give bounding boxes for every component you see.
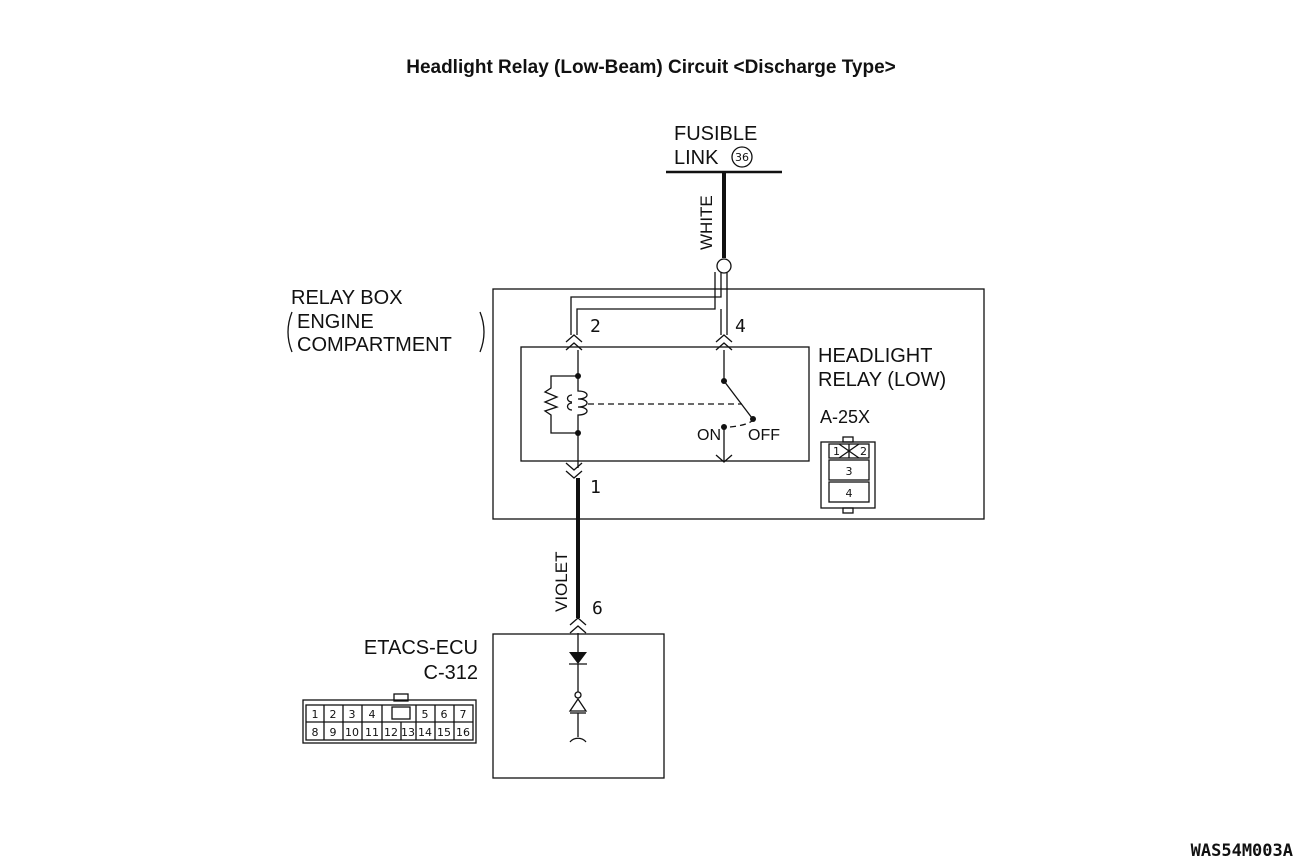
relay-label-line2: RELAY (LOW): [818, 369, 946, 391]
svg-text:4: 4: [369, 708, 376, 721]
relay-box-label: RELAY BOX ENGINE COMPARTMENT: [287, 287, 485, 356]
connector-a-cell-1: 1: [833, 445, 840, 458]
paren-right: [479, 311, 485, 353]
svg-text:10: 10: [345, 726, 359, 739]
svg-text:14: 14: [418, 726, 432, 739]
diode-icon: [569, 652, 587, 664]
switch-off-label: OFF: [748, 427, 780, 444]
switch-blade: [723, 380, 753, 419]
relay-box-label-line3: COMPARTMENT: [297, 334, 452, 356]
connector-a-cell-4: 4: [846, 487, 853, 500]
svg-text:13: 13: [401, 726, 415, 739]
transistor-icon: [568, 697, 588, 712]
pin-2-label: 2: [590, 316, 601, 337]
white-wire-label: WHITE: [697, 195, 716, 250]
connector-a-cell-2: 2: [860, 445, 867, 458]
fusible-link-number-circle: [731, 146, 753, 168]
splice-point: [716, 258, 732, 274]
svg-text:8: 8: [312, 726, 319, 739]
diagram-title: Headlight Relay (Low-Beam) Circuit <Disc…: [406, 57, 896, 78]
connector-chevron-pin6: [569, 617, 587, 634]
connector-a-face: 1 2 3 4: [820, 436, 876, 514]
svg-text:11: 11: [365, 726, 379, 739]
svg-text:3: 3: [349, 708, 356, 721]
fusible-link-number: 36: [735, 151, 749, 164]
svg-text:6: 6: [441, 708, 448, 721]
relay-switch: ON OFF: [697, 350, 780, 463]
pin-4-label: 4: [735, 316, 746, 337]
relay-coil: [543, 350, 588, 468]
svg-text:1: 1: [312, 708, 319, 721]
ecu-label-line2: C-312: [424, 662, 478, 684]
svg-text:16: 16: [456, 726, 470, 739]
violet-wire-label: VIOLET: [552, 552, 571, 612]
connector-chevron-pin1: [565, 462, 583, 479]
relay-supply-lines: [570, 272, 728, 335]
connector-a-name: A-25X: [820, 407, 870, 427]
paren-left: [287, 311, 293, 353]
svg-text:5: 5: [422, 708, 429, 721]
resistor-icon: [543, 375, 578, 434]
fusible-link: FUSIBLE LINK 36: [666, 123, 782, 174]
svg-text:15: 15: [437, 726, 451, 739]
relay-box: [492, 288, 985, 520]
figure-code: WAS54M003A: [1191, 841, 1293, 861]
svg-text:12: 12: [384, 726, 398, 739]
coil-icon: [577, 376, 588, 433]
svg-text:7: 7: [460, 708, 467, 721]
headlight-relay-box: [520, 346, 810, 462]
pin-1-label: 1: [590, 477, 601, 498]
relay-label-line1: HEADLIGHT: [818, 345, 932, 367]
svg-text:2: 2: [330, 708, 337, 721]
ecu-internal-circuit: [568, 633, 588, 743]
svg-text:9: 9: [330, 726, 337, 739]
relay-box-label-line2: ENGINE: [297, 311, 374, 333]
connector-a-cell-3: 3: [846, 465, 853, 478]
fusible-link-label-line2: LINK: [674, 147, 719, 169]
ecu-label-line1: ETACS-ECU: [364, 637, 478, 659]
connector-c312-face: 1 2 3 4 5 6 7 8 9 10 11 12 13 14 15 16: [302, 693, 477, 744]
ecu-pin-label: 6: [592, 598, 603, 619]
fusible-link-label-line1: FUSIBLE: [674, 123, 757, 145]
switch-on-label: ON: [697, 427, 721, 444]
connector-chevron-pin2: [565, 334, 583, 351]
connector-chevron-pin4: [715, 334, 733, 351]
relay-box-label-line1: RELAY BOX: [291, 287, 403, 309]
ground-icon: [569, 737, 587, 743]
